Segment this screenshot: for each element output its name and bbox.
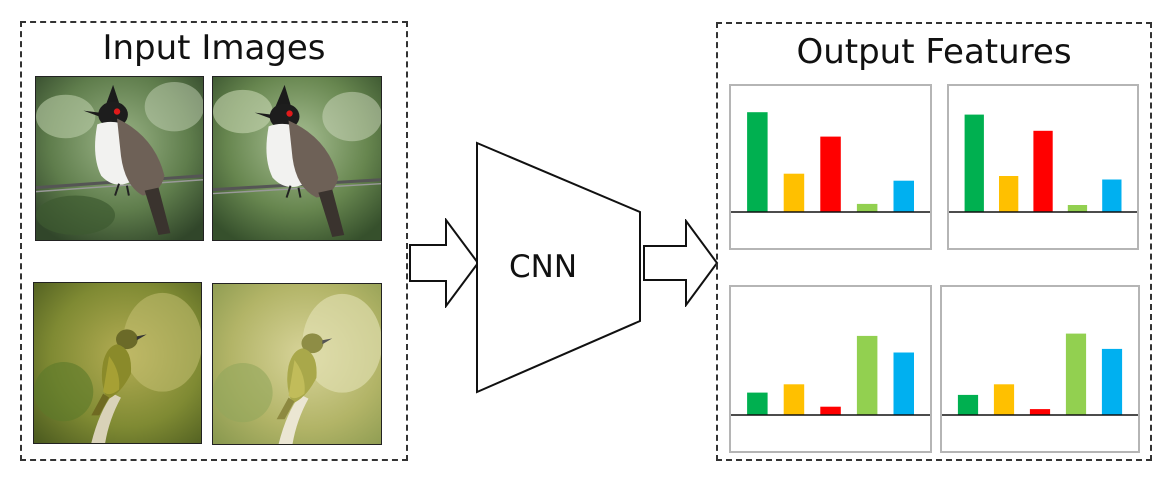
bird-photo-1 — [35, 76, 204, 241]
feature-panel-2 — [947, 84, 1139, 250]
feature-bar-yellow — [993, 384, 1015, 415]
cnn-trapezoid — [476, 141, 641, 394]
feature-bar-green — [747, 392, 768, 415]
feature-chart-4 — [942, 333, 1138, 416]
feature-bar-yellow — [783, 173, 805, 212]
feature-bar-light-green — [856, 335, 878, 415]
input-images-title: Input Images — [102, 28, 326, 68]
feature-chart-3 — [731, 335, 930, 416]
feature-bar-green — [747, 112, 768, 212]
feature-bar-green — [964, 114, 984, 212]
feature-bar-blue — [1102, 179, 1122, 212]
feature-bar-red — [820, 406, 841, 415]
feature-chart-2 — [949, 114, 1137, 213]
arrow-to-features — [643, 219, 719, 307]
feature-bar-green — [957, 394, 979, 415]
feature-bar-red — [820, 136, 841, 212]
bird-photo-2 — [212, 76, 382, 241]
feature-chart-1 — [731, 112, 930, 213]
feature-panel-1 — [729, 84, 932, 250]
feature-panel-3 — [729, 285, 932, 453]
feature-bar-red — [1033, 130, 1053, 212]
bird-photo-4 — [212, 283, 382, 445]
output-features-title: Output Features — [796, 32, 1072, 72]
feature-panel-4 — [940, 285, 1140, 453]
bird-photo-3 — [33, 282, 202, 444]
arrow-to-cnn — [409, 218, 480, 308]
feature-bar-red — [1029, 409, 1051, 415]
feature-bar-yellow — [999, 176, 1019, 212]
output-features-frame — [716, 22, 1152, 461]
feature-bar-light-green — [1065, 333, 1087, 415]
input-images-frame — [20, 21, 408, 461]
cnn-label: CNN — [508, 249, 578, 285]
feature-bar-blue — [893, 352, 914, 415]
feature-bar-blue — [893, 180, 914, 212]
feature-bar-blue — [1101, 348, 1123, 415]
feature-bar-yellow — [783, 384, 805, 415]
feature-bar-light-green — [1067, 205, 1088, 212]
feature-bar-light-green — [856, 203, 878, 212]
